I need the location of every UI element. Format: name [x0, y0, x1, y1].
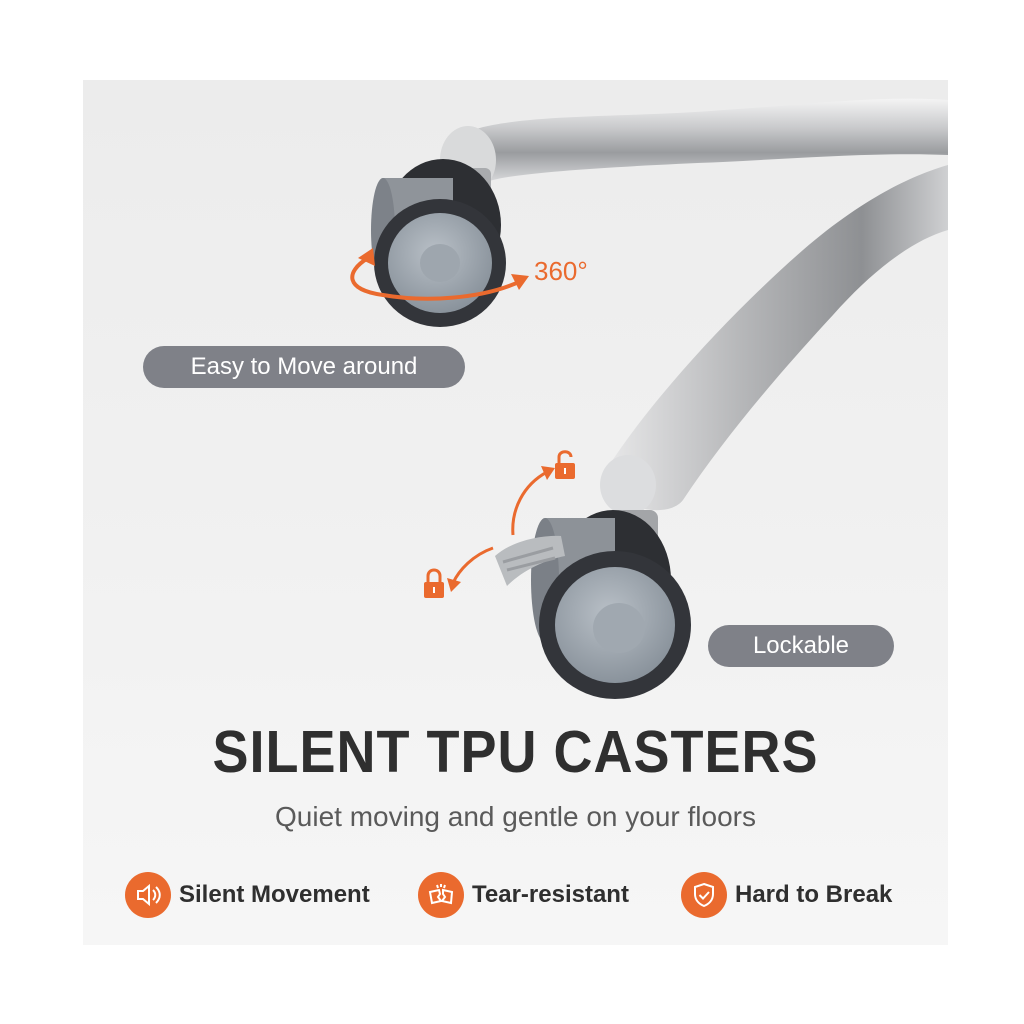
lockable-callout: Lockable	[708, 625, 894, 667]
subline: Quiet moving and gentle on your floors	[275, 801, 756, 832]
torn-fabric-icon	[418, 872, 464, 918]
feature-label: Silent Movement	[179, 881, 370, 908]
product-panel: 360° Easy to Move around Lockable SILENT…	[83, 80, 948, 945]
feature-tear-resistant: Tear-resistant	[418, 870, 629, 920]
rotation-arrow-icon	[350, 248, 529, 301]
lock-icon	[424, 568, 444, 598]
caster-bottom	[495, 510, 691, 699]
chair-arm-upper	[440, 98, 948, 194]
lock-arrow-icon	[447, 466, 555, 592]
feature-hard-to-break: Hard to Break	[681, 870, 892, 920]
shield-check-icon	[681, 872, 727, 918]
unlock-icon	[555, 450, 575, 479]
chair-arm-lower	[600, 165, 948, 515]
feature-silent-movement: Silent Movement	[125, 870, 370, 920]
rotation-label: 360°	[534, 256, 588, 286]
caster-illustration	[350, 98, 948, 699]
easy-move-callout: Easy to Move around	[143, 346, 465, 388]
feature-label: Tear-resistant	[472, 881, 629, 908]
headline: SILENT TPU CASTERS	[212, 719, 819, 785]
speaker-icon	[125, 872, 171, 918]
feature-label: Hard to Break	[735, 881, 893, 908]
feature-list: Silent Movement Tear-resistant	[83, 870, 948, 920]
caster-top	[371, 159, 506, 327]
